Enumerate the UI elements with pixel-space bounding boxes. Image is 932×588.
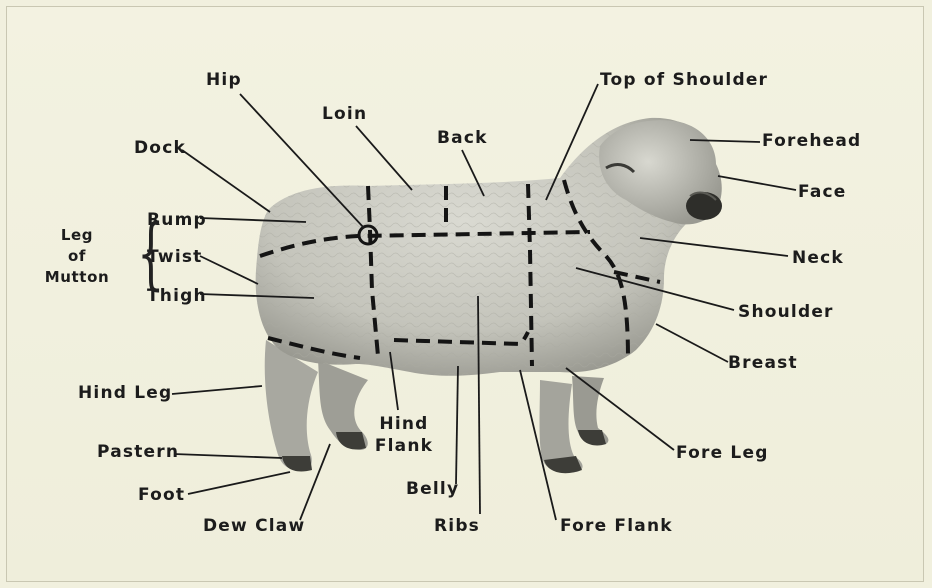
label-top-of-shoulder: Top of Shoulder xyxy=(600,70,768,90)
label-foot: Foot xyxy=(138,485,185,505)
leg-of-mutton-line3: Mutton xyxy=(38,267,116,288)
label-loin: Loin xyxy=(322,104,367,124)
label-shoulder: Shoulder xyxy=(738,302,834,322)
label-back: Back xyxy=(437,128,488,148)
label-neck: Neck xyxy=(792,248,844,268)
label-face: Face xyxy=(798,182,847,202)
leg-of-mutton-line1: Leg xyxy=(38,225,116,246)
label-fore-leg: Fore Leg xyxy=(676,443,769,463)
label-fore-flank: Fore Flank xyxy=(560,516,673,536)
label-hind-flank-line2: Flank xyxy=(375,436,433,456)
label-dock: Dock xyxy=(134,138,186,158)
label-hind-flank-line1: Hind xyxy=(379,414,428,434)
label-ribs: Ribs xyxy=(434,516,480,536)
sheep-body xyxy=(256,118,722,376)
leg-of-mutton-line2: of xyxy=(38,246,116,267)
leg-of-mutton-brace-icon: { xyxy=(137,206,164,302)
label-breast: Breast xyxy=(728,353,798,373)
label-pastern: Pastern xyxy=(97,442,179,462)
leg-of-mutton-group: Leg of Mutton xyxy=(38,225,116,288)
label-dew-claw: Dew Claw xyxy=(203,516,305,536)
label-hind-leg: Hind Leg xyxy=(78,383,172,403)
label-hip: Hip xyxy=(206,70,242,90)
label-belly: Belly xyxy=(406,479,459,499)
label-forehead: Forehead xyxy=(762,131,861,151)
